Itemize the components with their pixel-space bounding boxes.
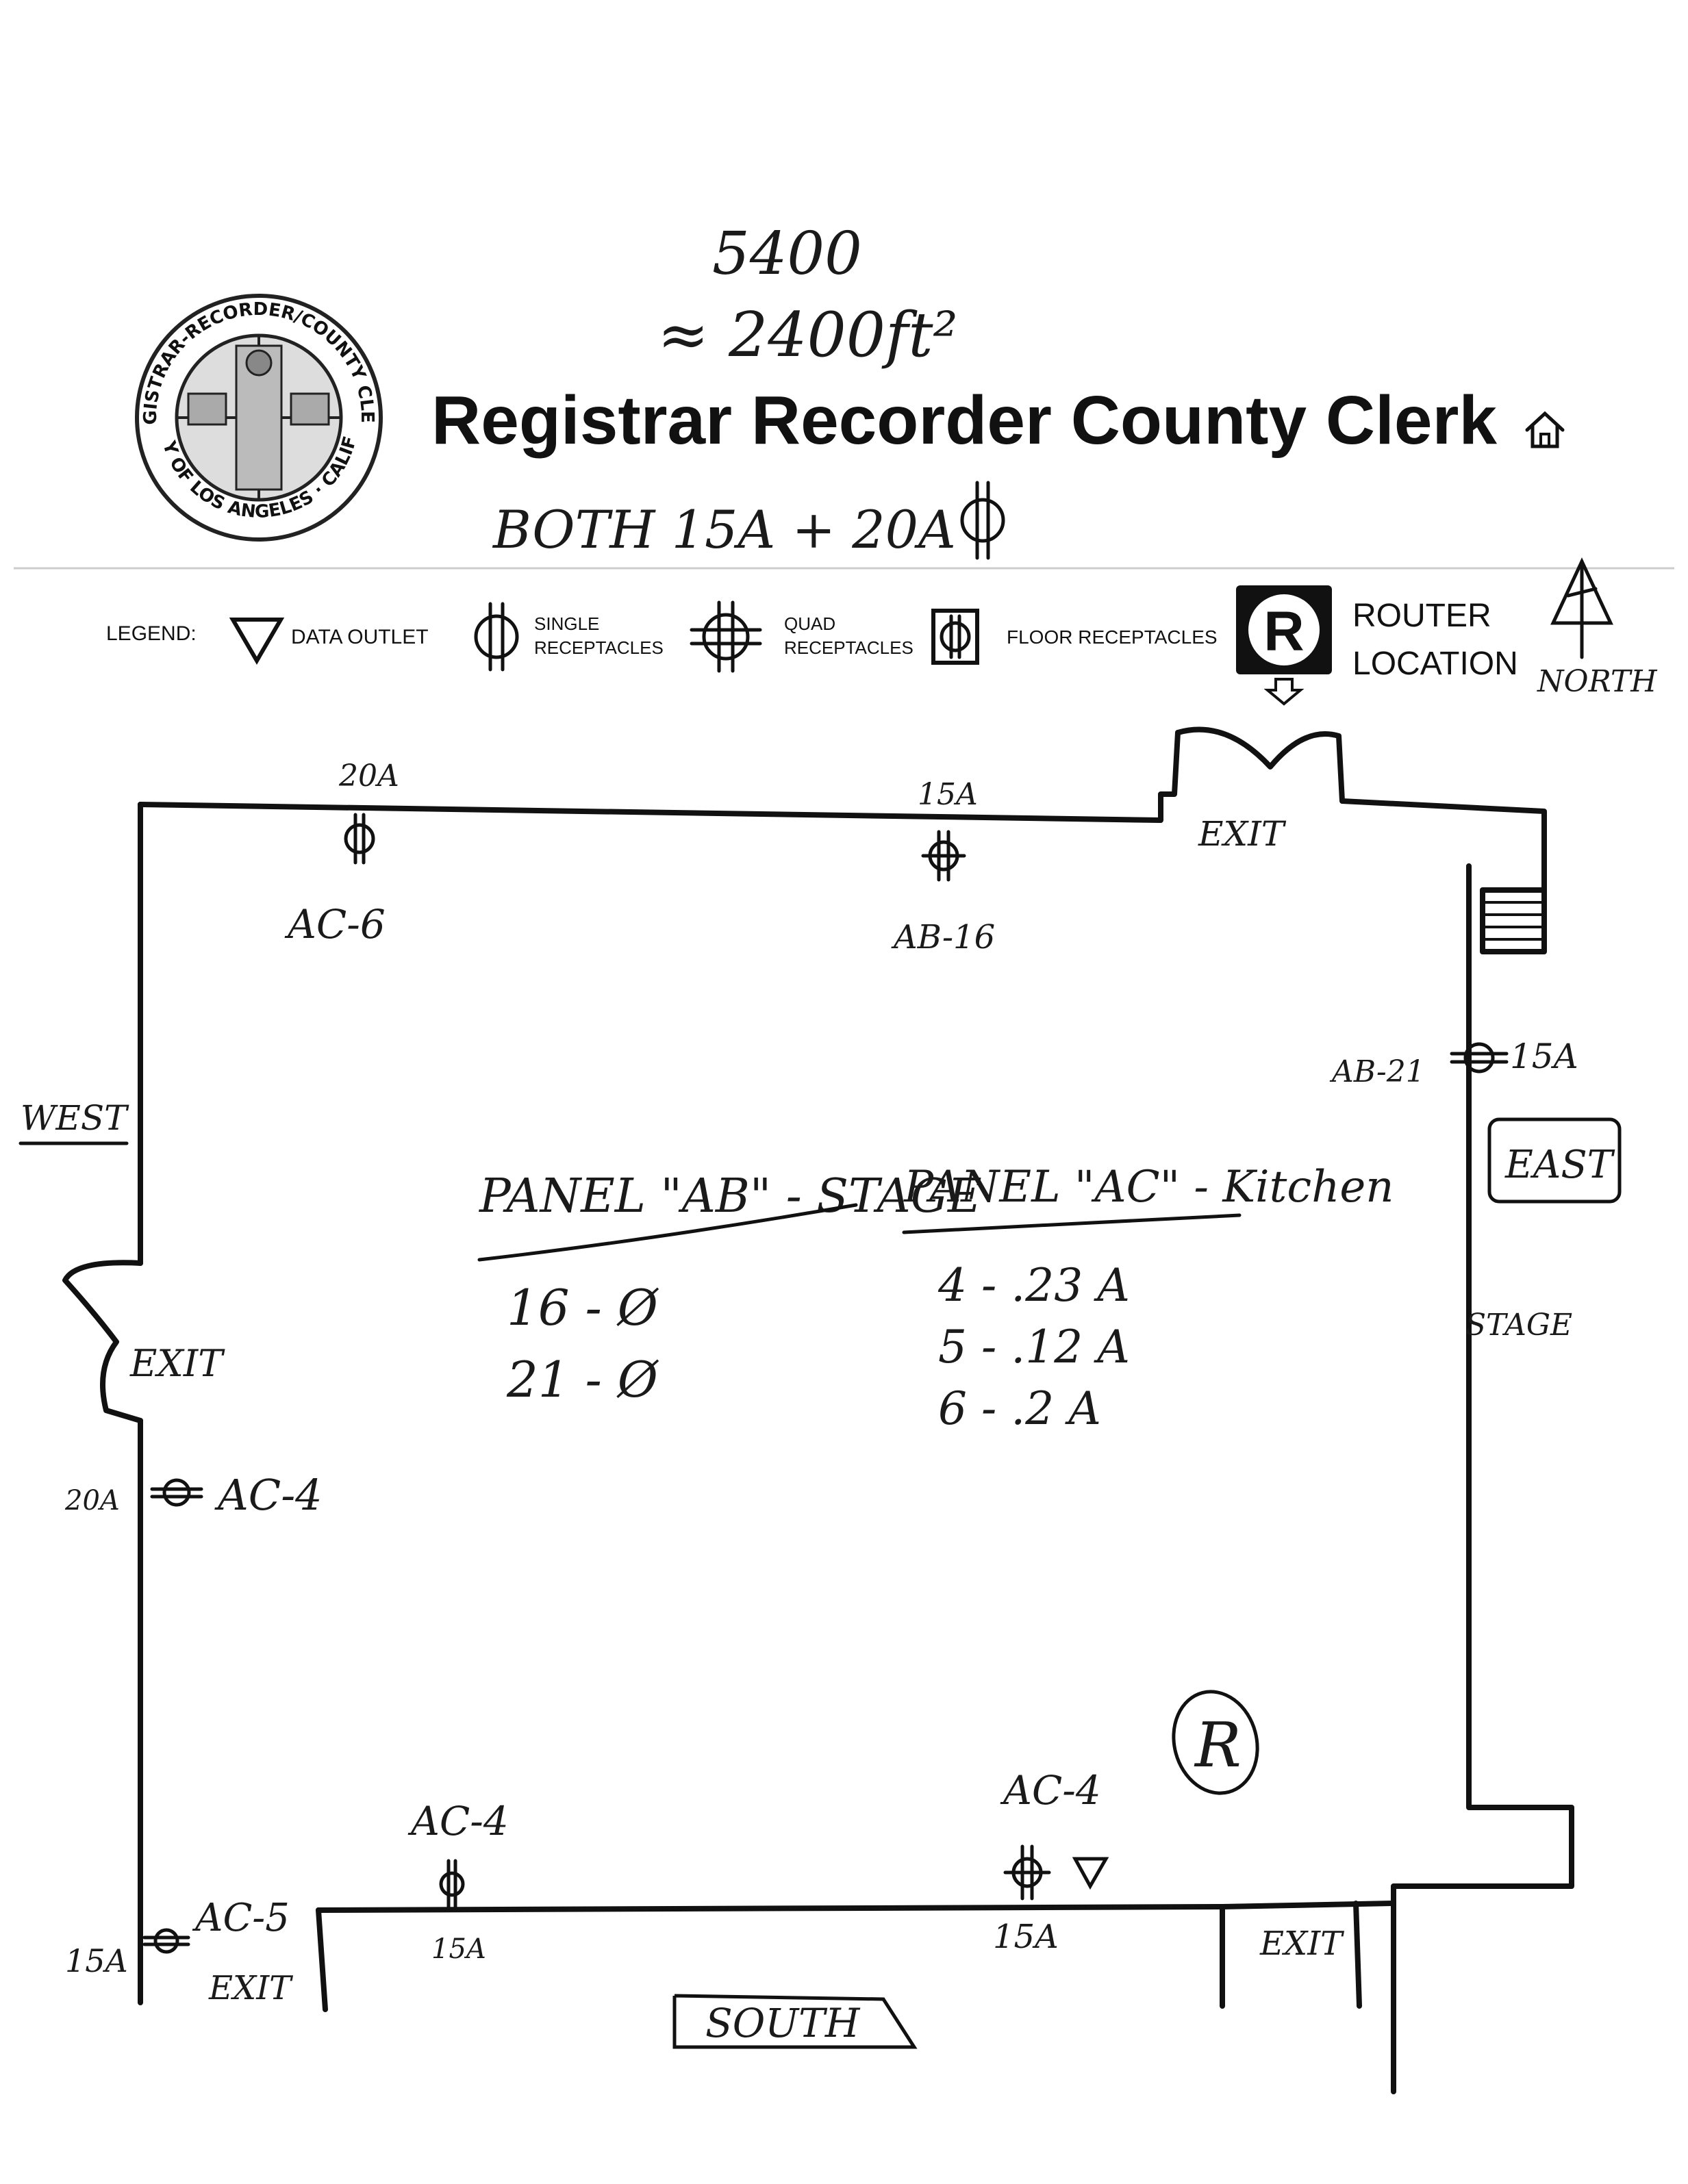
receptacle-amp: 15A xyxy=(1510,1037,1578,1076)
legend-quad-line2: RECEPTACLES xyxy=(784,637,914,658)
svg-text:R: R xyxy=(1194,1710,1242,1781)
receptacle-ac4-south-left: AC-4 15A xyxy=(407,1798,509,1965)
stairs xyxy=(1481,888,1546,954)
legend-data-outlet: DATA OUTLET xyxy=(291,626,429,648)
receptacle-circuit: AC-6 xyxy=(284,901,386,948)
receptacle-ab21: AB-21 15A xyxy=(1329,1037,1578,1089)
svg-text:WEST: WEST xyxy=(21,1098,129,1138)
panel-ac-row: 6 - .2 A xyxy=(938,1382,1101,1435)
receptacle-circuit: AB-21 xyxy=(1329,1054,1425,1089)
legend-router-line1: ROUTER xyxy=(1352,598,1491,634)
svg-text:SOUTH: SOUTH xyxy=(705,2000,861,2046)
receptacle-ac5: 15A AC-5 xyxy=(65,1896,290,1979)
quad-receptacle-icon xyxy=(921,830,966,882)
east-label: EAST xyxy=(1487,1117,1622,1204)
receptacle-amp: 15A xyxy=(65,1942,128,1979)
exit-southwest: EXIT xyxy=(208,1969,293,2007)
exit-north: EXIT xyxy=(1198,814,1287,854)
building-walls xyxy=(62,726,1574,2094)
south-label: SOUTH xyxy=(672,1994,918,2049)
single-receptacle-icon xyxy=(439,1859,465,1909)
single-receptacle-icon xyxy=(150,1478,203,1507)
legend-router-line2: LOCATION xyxy=(1352,646,1518,682)
single-receptacle-icon xyxy=(960,481,1005,560)
panel-ab-notes: PANEL "AB" - STAGE 16 - Ø 21 - Ø xyxy=(477,1169,982,1408)
single-receptacle-icon xyxy=(344,813,375,865)
note-number: 5400 xyxy=(712,220,862,288)
svg-text:EAST: EAST xyxy=(1504,1143,1615,1187)
note-area: ≈ 2400ft² xyxy=(657,299,958,371)
panel-ab-row: 16 - Ø xyxy=(507,1279,659,1336)
receptacle-amp: 20A xyxy=(338,759,399,793)
router-letter: R xyxy=(1263,600,1304,663)
router-location-mark: R xyxy=(1172,1690,1259,1795)
single-receptacle-icon xyxy=(1450,1042,1509,1074)
north-arrow-icon xyxy=(1550,557,1613,659)
receptacle-circuit: AB-16 xyxy=(891,918,995,956)
single-receptacle-icon xyxy=(474,602,519,672)
receptacle-ac4-west: 20A AC-4 xyxy=(64,1470,323,1520)
north-label: NORTH xyxy=(1537,664,1658,699)
panel-ab-title: PANEL "AB" - STAGE xyxy=(478,1169,982,1223)
panel-ac-notes: PANEL "AC" - Kitchen 4 - .23 A 5 - .12 A… xyxy=(902,1162,1394,1435)
exit-southeast: EXIT xyxy=(1259,1925,1344,1963)
receptacle-amp: 20A xyxy=(64,1485,120,1516)
quad-receptacle-icon xyxy=(690,600,762,673)
receptacle-circuit: AC-4 xyxy=(407,1798,509,1844)
receptacle-amp: 15A xyxy=(918,777,978,812)
county-seal: REGISTRAR-RECORDER/COUNTY CLERK COUNTY O… xyxy=(0,0,383,542)
west-label: WEST xyxy=(18,1098,129,1145)
quad-receptacle-icon xyxy=(1003,1844,1051,1901)
panel-ac-title: PANEL "AC" - Kitchen xyxy=(903,1162,1394,1212)
single-receptacle-icon xyxy=(142,1928,190,1954)
panel-ac-row: 5 - .12 A xyxy=(938,1321,1130,1373)
receptacle-circuit: AC-4 xyxy=(214,1470,323,1520)
receptacle-ac6: 20A AC-6 xyxy=(284,759,399,948)
receptacle-amp: 15A xyxy=(993,1918,1059,1956)
receptacle-amp: 15A xyxy=(431,1933,486,1965)
panel-ac-row: 4 - .23 A xyxy=(937,1259,1130,1312)
legend-label: LEGEND: xyxy=(106,622,197,645)
note-both-amps: BOTH 15A + 20A xyxy=(492,499,956,560)
stage-label: STAGE xyxy=(1465,1308,1572,1343)
receptacle-circuit: AC-4 xyxy=(1000,1767,1101,1814)
legend-single-line1: SINGLE xyxy=(534,613,599,634)
legend-single-line2: RECEPTACLES xyxy=(534,637,664,658)
legend-floor: FLOOR RECEPTACLES xyxy=(1007,626,1218,648)
panel-ab-row: 21 - Ø xyxy=(506,1351,659,1408)
receptacle-ab16: 15A AB-16 xyxy=(891,777,995,956)
page-title: Registrar Recorder County Clerk xyxy=(431,382,1497,459)
data-outlet-icon xyxy=(1072,1857,1109,1890)
legend-quad-line1: QUAD xyxy=(784,613,835,634)
exit-west: EXIT xyxy=(129,1342,225,1385)
receptacle-ac4-south-right: AC-4 15A xyxy=(993,1767,1109,1956)
floor-receptacle-icon xyxy=(931,609,979,665)
receptacle-circuit: AC-5 xyxy=(192,1896,290,1940)
data-outlet-icon xyxy=(229,618,285,665)
home-icon[interactable] xyxy=(1525,411,1565,448)
router-icon: R xyxy=(1236,585,1332,706)
